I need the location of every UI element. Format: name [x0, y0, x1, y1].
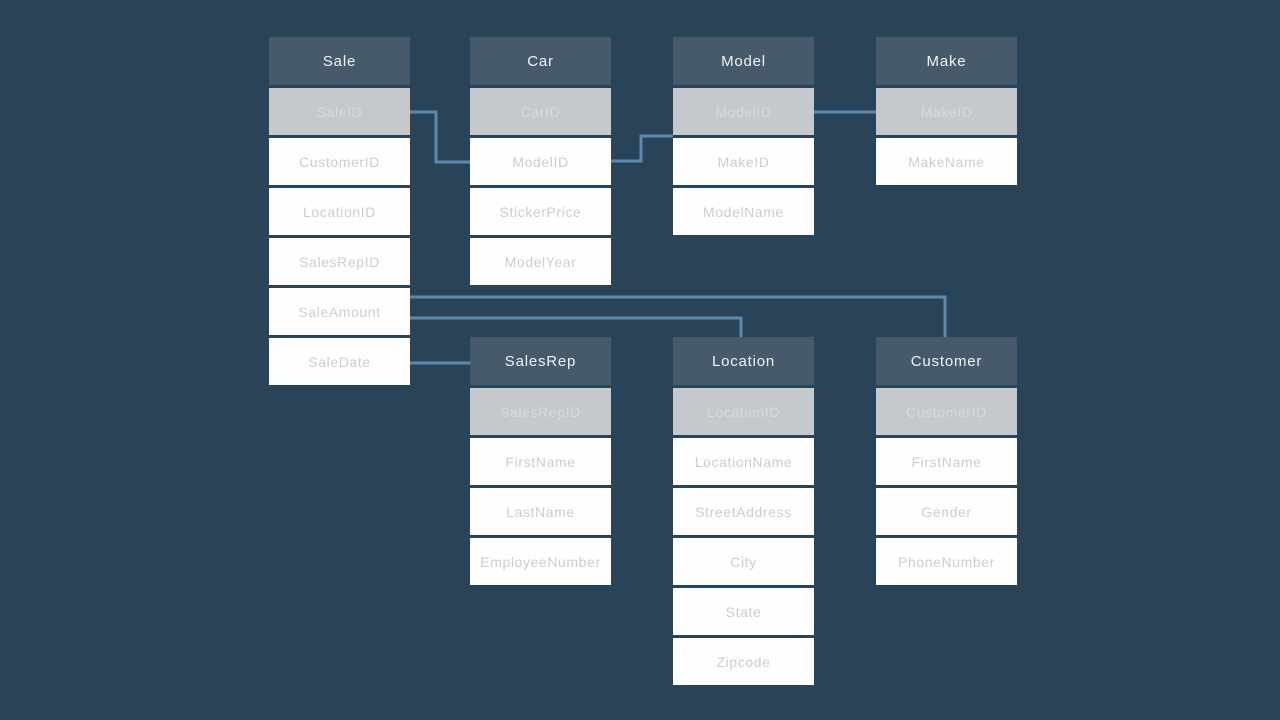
field-row: SalesRepID	[269, 238, 410, 285]
field-row: ModelName	[673, 188, 814, 235]
field-row-pk-location: LocationID	[673, 388, 814, 435]
field-row: Gender	[876, 488, 1017, 535]
field-row: SaleAmount	[269, 288, 410, 335]
field-row-pk-sale: SaleID	[269, 88, 410, 135]
table-title-make: Make	[876, 37, 1017, 85]
field-row: City	[673, 538, 814, 585]
field-row: MakeName	[876, 138, 1017, 185]
table-title-model: Model	[673, 37, 814, 85]
field-row-pk-salesrep: SalesRepID	[470, 388, 611, 435]
field-row: ModelYear	[470, 238, 611, 285]
field-row: EmployeeNumber	[470, 538, 611, 585]
field-row: PhoneNumber	[876, 538, 1017, 585]
table-title-car: Car	[470, 37, 611, 85]
table-title-salesrep: SalesRep	[470, 337, 611, 385]
field-row: SaleDate	[269, 338, 410, 385]
table-title-customer: Customer	[876, 337, 1017, 385]
field-row: State	[673, 588, 814, 635]
field-row-pk-car: CarID	[470, 88, 611, 135]
table-title-location: Location	[673, 337, 814, 385]
field-row: LocationID	[269, 188, 410, 235]
field-row: FirstName	[876, 438, 1017, 485]
field-row: Zipcode	[673, 638, 814, 685]
field-row-pk-model: ModelID	[673, 88, 814, 135]
field-row: FirstName	[470, 438, 611, 485]
field-row-pk-make: MakeID	[876, 88, 1017, 135]
field-row: StickerPrice	[470, 188, 611, 235]
field-row-pk-customer: CustomerID	[876, 388, 1017, 435]
field-row: StreetAddress	[673, 488, 814, 535]
field-row: ModelID	[470, 138, 611, 185]
table-title-sale: Sale	[269, 37, 410, 85]
field-row: LastName	[470, 488, 611, 535]
field-row: LocationName	[673, 438, 814, 485]
field-row: CustomerID	[269, 138, 410, 185]
field-row: MakeID	[673, 138, 814, 185]
